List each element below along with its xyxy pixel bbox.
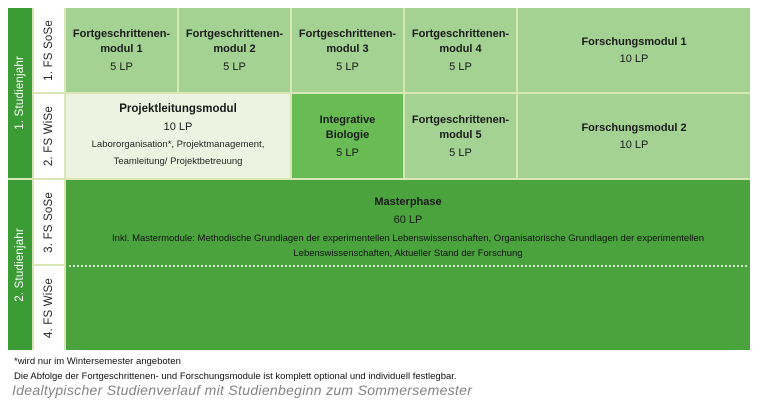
study-plan-grid: 1. Studienjahr 2. Studienjahr 1. FS SoSe… <box>8 8 750 350</box>
module-details: Labororganisation*, Projektmanagement, T… <box>91 139 265 167</box>
module-cell-masterphase: Masterphase 60 LP Inkl. Mastermodule: Me… <box>66 180 750 350</box>
semester-cell-3: 3. FS SoSe <box>34 180 64 264</box>
module-credits: 10 LP <box>163 121 193 134</box>
module-cell-fortgeschrittenenmodul-4: Fortgeschrittenen-modul 4 5 LP <box>405 8 516 92</box>
module-credits: 5 LP <box>336 60 359 73</box>
semester-3-label: 3. FS SoSe <box>43 191 55 253</box>
module-title: Forschungsmodul 1 <box>581 35 687 48</box>
module-credits: 5 LP <box>223 60 246 73</box>
module-cell-fortgeschrittenenmodul-1: Fortgeschrittenen-modul 1 5 LP <box>66 8 177 92</box>
module-credits: 5 LP <box>449 60 472 73</box>
module-cell-forschungsmodul-2: Forschungsmodul 2 10 LP <box>518 94 750 178</box>
module-title: Fortgeschrittenen-modul 2 <box>185 28 284 55</box>
module-credits: 5 LP <box>110 60 133 73</box>
semester-cell-1: 1. FS SoSe <box>34 8 64 92</box>
semester-2-label: 2. FS WiSe <box>43 105 55 167</box>
module-title: Masterphase <box>374 196 442 208</box>
footnotes: *wird nur im Wintersemester angeboten Di… <box>14 355 457 384</box>
module-credits: 5 LP <box>336 146 359 159</box>
module-title: Fortgeschrittenen-modul 1 <box>72 28 171 55</box>
module-credits: 10 LP <box>619 53 649 66</box>
diagram-caption: Idealtypischer Studienverlauf mit Studie… <box>12 382 473 398</box>
module-credits: 10 LP <box>619 139 649 152</box>
year-1-label: 1. Studienjahr <box>14 56 26 130</box>
module-title: Fortgeschrittenen-modul 5 <box>411 114 510 141</box>
footnote-abfolge: Die Abfolge der Fortgeschrittenen- und F… <box>14 370 457 382</box>
semester-cell-4: 4. FS WiSe <box>34 266 64 350</box>
module-cell-projektleitungsmodul: Projektleitungsmodul 10 LP Labororganisa… <box>66 94 290 178</box>
module-cell-integrative-biologie: Integrative Biologie 5 LP <box>292 94 403 178</box>
semester-4-label: 4. FS WiSe <box>43 277 55 339</box>
module-cell-fortgeschrittenenmodul-5: Fortgeschrittenen-modul 5 5 LP <box>405 94 516 178</box>
year-2-label: 2. Studienjahr <box>14 228 26 302</box>
module-cell-fortgeschrittenenmodul-2: Fortgeschrittenen-modul 2 5 LP <box>179 8 290 92</box>
module-credits: 60 LP <box>393 213 423 226</box>
module-credits: 5 LP <box>449 146 472 159</box>
module-title: Projektleitungsmodul <box>119 102 237 115</box>
module-title: Fortgeschrittenen-modul 4 <box>411 28 510 55</box>
semester-cell-2: 2. FS WiSe <box>34 94 64 178</box>
module-details: Inkl. Mastermodule: Methodische Grundlag… <box>112 232 704 259</box>
module-title: Forschungsmodul 2 <box>581 121 687 134</box>
module-title: Integrative Biologie <box>319 114 376 141</box>
year-cell-1: 1. Studienjahr <box>8 8 32 178</box>
semester-1-label: 1. FS SoSe <box>43 19 55 81</box>
masterphase-row-divider <box>69 265 747 267</box>
footnote-wintersemester: *wird nur im Wintersemester angeboten <box>14 356 181 367</box>
year-cell-2: 2. Studienjahr <box>8 180 32 350</box>
module-cell-fortgeschrittenenmodul-3: Fortgeschrittenen-modul 3 5 LP <box>292 8 403 92</box>
module-title: Fortgeschrittenen-modul 3 <box>298 28 397 55</box>
module-cell-forschungsmodul-1: Forschungsmodul 1 10 LP <box>518 8 750 92</box>
